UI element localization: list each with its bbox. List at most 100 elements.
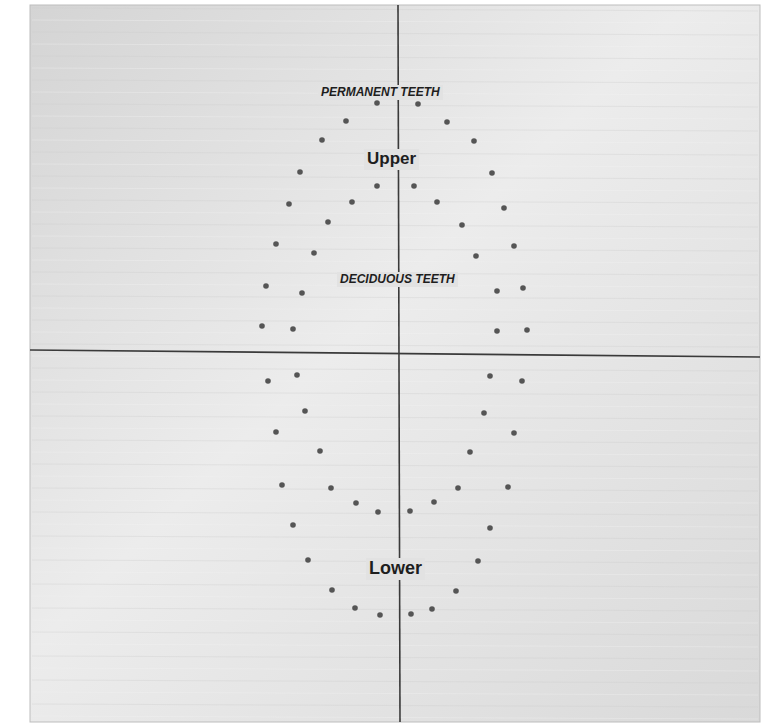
tooth-hole: [453, 588, 459, 594]
brush-line: [32, 380, 758, 383]
tooth-hole: [524, 327, 530, 333]
brush-line: [32, 404, 758, 407]
brush-line: [32, 116, 758, 119]
tooth-hole: [481, 410, 487, 416]
brush-line: [32, 296, 758, 299]
brush-line: [32, 656, 758, 659]
brush-line: [32, 68, 758, 71]
brush-line: [32, 704, 758, 707]
brush-line: [32, 308, 758, 311]
tooth-hole: [290, 522, 296, 528]
dentition-label: DECIDUOUS TEETH: [337, 272, 458, 287]
jaw-label: Upper: [364, 149, 419, 170]
tooth-hole: [294, 372, 300, 378]
tooth-hole: [353, 500, 359, 506]
brush-line: [32, 536, 758, 539]
dentition-label: PERMANENT TEETH: [318, 85, 443, 100]
tooth-hole: [494, 328, 500, 334]
brush-line: [32, 692, 758, 695]
tooth-hole: [311, 250, 317, 256]
tooth-hole: [305, 557, 311, 563]
brush-line: [32, 632, 758, 635]
brush-line: [32, 236, 758, 239]
tooth-hole: [444, 119, 450, 125]
tooth-hole: [431, 499, 437, 505]
tooth-hole: [429, 606, 435, 612]
tooth-hole: [349, 199, 355, 205]
brush-line: [32, 368, 758, 371]
brush-line: [32, 32, 758, 35]
tooth-hole: [407, 508, 413, 514]
occlusal-line: [30, 350, 760, 357]
brush-line: [32, 416, 758, 419]
brush-line: [32, 488, 758, 491]
brush-line: [32, 260, 758, 263]
tooth-hole: [487, 525, 493, 531]
tooth-hole: [297, 169, 303, 175]
tooth-hole: [299, 290, 305, 296]
tooth-hole: [459, 222, 465, 228]
tooth-hole: [273, 241, 279, 247]
tooth-hole: [374, 183, 380, 189]
brush-line: [32, 56, 758, 59]
tooth-hole: [265, 378, 271, 384]
tooth-hole: [343, 118, 349, 124]
brush-line: [32, 608, 758, 611]
tooth-hole: [319, 137, 325, 143]
tooth-hole: [434, 199, 440, 205]
brush-line: [32, 200, 758, 203]
brush-line: [32, 464, 758, 467]
brush-line: [32, 440, 758, 443]
tooth-hole: [375, 509, 381, 515]
tooth-hole: [473, 253, 479, 259]
tooth-hole: [505, 484, 511, 490]
brush-line: [32, 140, 758, 143]
brush-line: [32, 584, 758, 587]
tooth-hole: [455, 485, 461, 491]
brush-line: [32, 476, 758, 479]
midline: [398, 5, 400, 722]
brush-line: [32, 644, 758, 647]
tooth-hole: [329, 587, 335, 593]
brush-line: [32, 212, 758, 215]
tooth-hole: [494, 288, 500, 294]
brush-line: [32, 548, 758, 551]
tooth-hole: [290, 326, 296, 332]
brush-line: [32, 512, 758, 515]
jaw-label: Lower: [366, 558, 425, 580]
brush-line: [32, 20, 758, 23]
tooth-hole: [317, 448, 323, 454]
brush-line: [32, 320, 758, 323]
tooth-hole: [377, 612, 383, 618]
tooth-hole: [411, 183, 417, 189]
tooth-hole: [415, 101, 421, 107]
brush-line: [32, 620, 758, 623]
tooth-hole: [520, 285, 526, 291]
tooth-hole: [263, 283, 269, 289]
tooth-hole: [471, 138, 477, 144]
brush-line: [32, 332, 758, 335]
brush-line: [32, 176, 758, 179]
tooth-hole: [501, 205, 507, 211]
brush-line: [32, 524, 758, 527]
tooth-hole: [489, 170, 495, 176]
brush-line: [32, 188, 758, 191]
tooth-hole: [279, 482, 285, 488]
brush-line: [32, 596, 758, 599]
brush-line: [32, 428, 758, 431]
brush-line: [32, 680, 758, 683]
tooth-hole: [519, 378, 525, 384]
brush-line: [32, 104, 758, 107]
brush-line: [32, 248, 758, 251]
brush-line: [32, 128, 758, 131]
metal-plate: [30, 5, 760, 722]
brush-line: [32, 392, 758, 395]
tooth-hole: [259, 323, 265, 329]
tooth-hole: [408, 611, 414, 617]
brush-line: [32, 44, 758, 47]
tooth-hole: [273, 429, 279, 435]
tooth-hole: [511, 430, 517, 436]
brush-line: [32, 716, 758, 719]
tooth-hole: [328, 485, 334, 491]
